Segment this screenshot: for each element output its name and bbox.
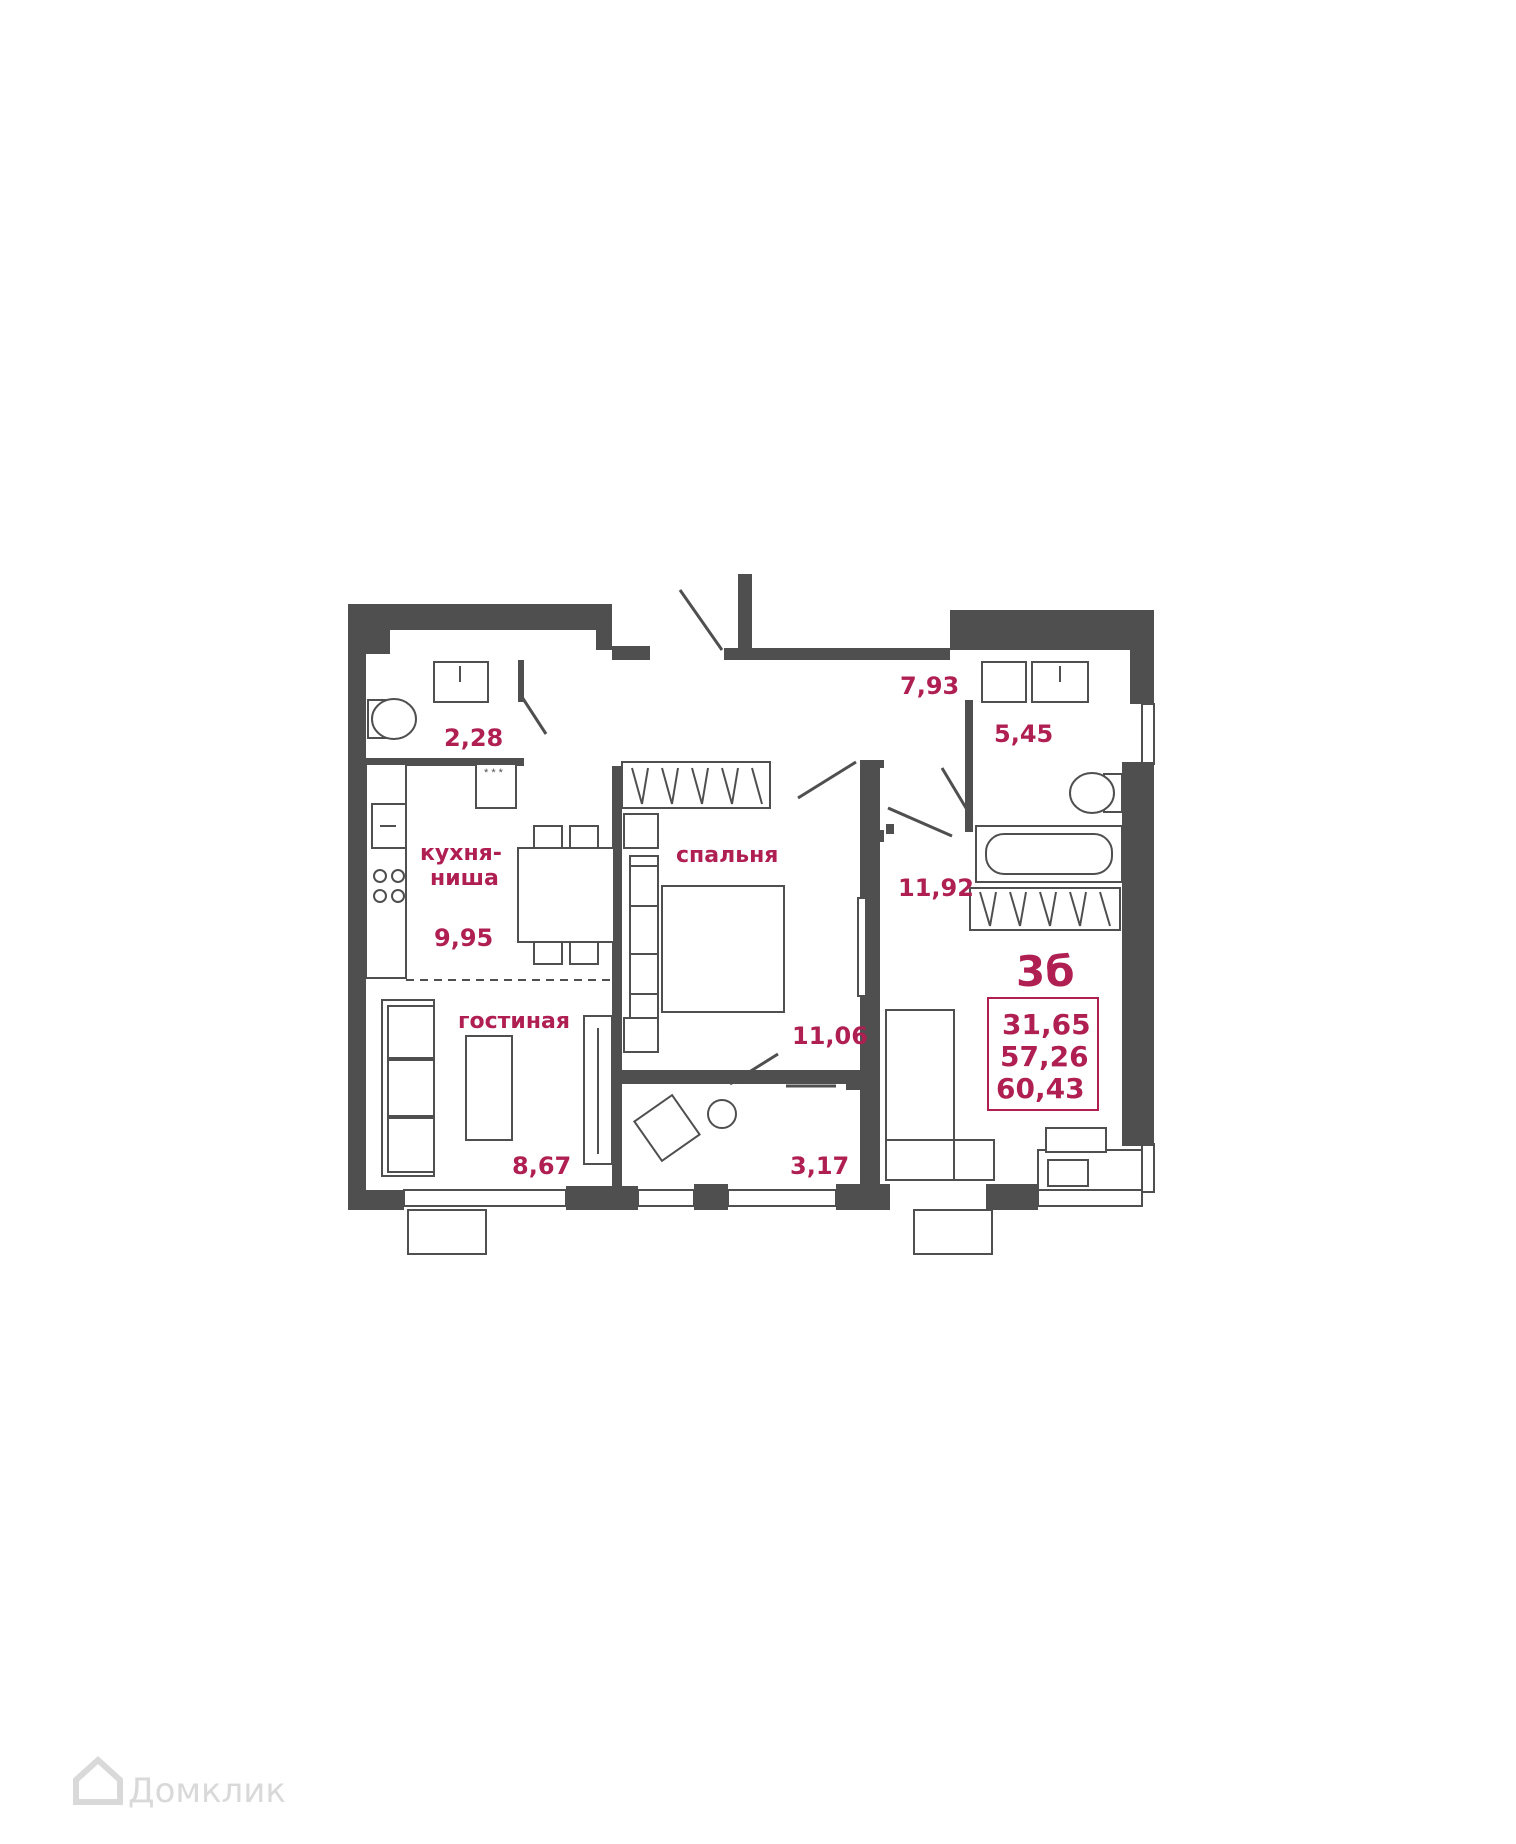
- kitchen-label-line1: кухня-: [420, 841, 502, 866]
- area-living: 31,65: [1002, 1008, 1091, 1041]
- right-room-area: 11,92: [898, 874, 974, 902]
- storage-area: 3,17: [790, 1152, 849, 1180]
- areas-box: [987, 997, 1099, 1111]
- living-area: 8,67: [512, 1152, 571, 1180]
- hallway-area: 7,93: [900, 672, 959, 700]
- watermark-text: Домклик: [128, 1771, 286, 1811]
- doors: [518, 589, 974, 1088]
- watermark: Домклик: [73, 1755, 286, 1811]
- living-label: гостиная: [458, 1009, 570, 1034]
- kitchen-area: 9,95: [434, 924, 493, 952]
- bedroom-area: 11,06: [792, 1022, 868, 1050]
- bedroom-label: спальня: [676, 843, 778, 868]
- bathroom-right-area: 5,45: [994, 720, 1053, 748]
- unit-info: 3б 31,65 57,26 60,43: [987, 947, 1099, 1111]
- walls: [348, 574, 1154, 1210]
- area-total: 57,26: [1000, 1040, 1089, 1073]
- area-with-balcony: 60,43: [996, 1072, 1085, 1105]
- unit-number: 3б: [1016, 947, 1075, 996]
- svg-text:* * *: * * *: [484, 767, 504, 779]
- windows: [403, 703, 1155, 1255]
- room-labels: 2,28 7,93 5,45 кухня- ниша 9,95 спальня …: [420, 672, 1053, 1180]
- kitchen-label-line2: ниша: [430, 866, 499, 891]
- furniture: * * *: [365, 661, 1143, 1191]
- bathroom-left-area: 2,28: [444, 724, 503, 752]
- house-icon: [73, 1755, 123, 1805]
